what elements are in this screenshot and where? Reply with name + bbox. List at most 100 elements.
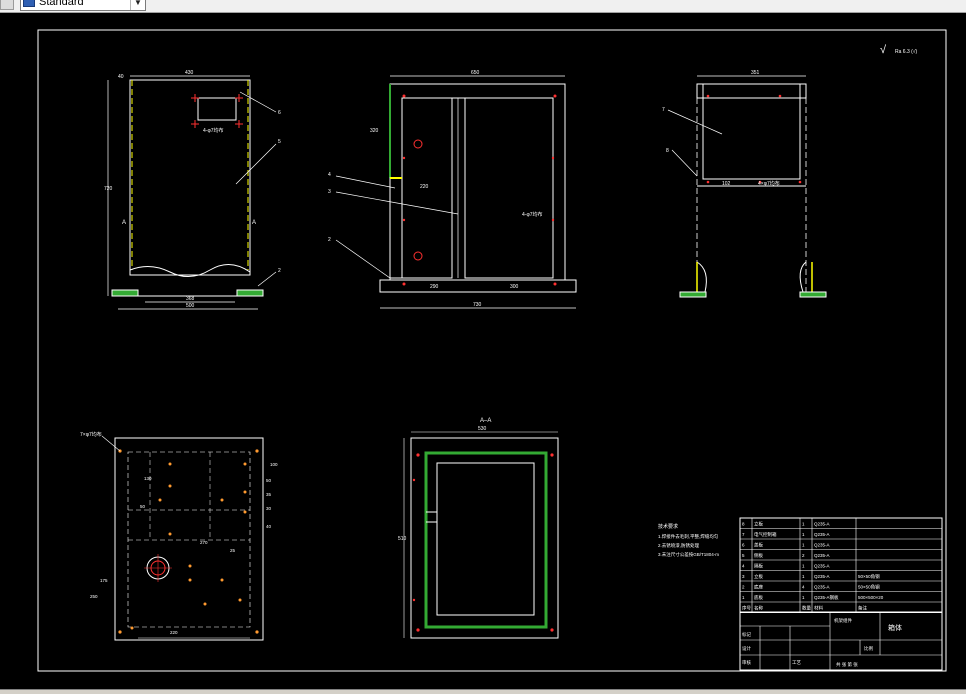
middle-outline [389, 83, 566, 281]
tech-notes-title: 技术要求 [658, 523, 678, 530]
svg-text:270: 270 [200, 540, 208, 545]
toolbar: Standard ▼ [0, 0, 966, 13]
drawing-border [37, 29, 947, 672]
front-base-dim-1: 368 [186, 296, 195, 302]
tech-notes: 技术要求 1.焊接件去毛刺,平整,焊缝均匀 2.去锈喷漆,防锈处理 3.未注尺寸… [658, 523, 719, 558]
bom-cell-qty: 1 [802, 522, 805, 527]
text-style-icon [23, 0, 35, 7]
bom-cell-no: 2 [742, 585, 745, 590]
section-label: A–A [480, 418, 491, 424]
svg-text:25: 25 [230, 548, 236, 553]
svg-text:工艺: 工艺 [792, 660, 801, 665]
bom-cell-note: 500×500×20 [858, 595, 884, 600]
bom-cell-no: 1 [742, 595, 745, 600]
plate-holes [118, 449, 259, 634]
bom-cell-mat: Q235-A钢板 [814, 594, 839, 601]
bom-cell-name: 电气控制箱 [754, 531, 777, 538]
bom-cell-mat: Q235-A [814, 553, 830, 558]
middle-width-dim: 650 [471, 70, 480, 76]
front-callout-5: 5 [278, 139, 281, 145]
svg-text:35: 35 [266, 492, 272, 497]
surface-mark: √ [880, 44, 887, 56]
svg-text:50: 50 [140, 504, 146, 509]
svg-text:1.焊接件去毛刺,平整,焊缝均匀: 1.焊接件去毛刺,平整,焊缝均匀 [658, 533, 719, 540]
plate-view[interactable]: 7×φ7均布 100 50 35 30 40 270 25 50 130 175… [80, 431, 278, 641]
bom-header-name: 名称 [754, 605, 763, 612]
svg-text:50: 50 [266, 478, 272, 483]
middle-dim-d: 300 [510, 284, 519, 290]
front-break-line [129, 264, 251, 277]
svg-text:40: 40 [266, 524, 272, 529]
middle-dim-c: 290 [430, 284, 439, 290]
bom-cell-qty: 1 [802, 543, 805, 548]
cad-drawing[interactable]: √ Ra 6.3 (√) 430 720 368 500 40 6 5 [0, 12, 966, 689]
bom-cell-no: 4 [742, 564, 745, 569]
front-callout-6: 6 [278, 110, 281, 116]
bom-header-mat: 材料 [814, 605, 823, 612]
middle-holes [402, 94, 557, 286]
bom-cell-mat: Q235-A [814, 532, 830, 537]
front-width-dim: 430 [185, 70, 194, 76]
front-callout-2: 2 [278, 268, 281, 274]
svg-text:审核: 审核 [742, 659, 751, 666]
part-label: 机架组件 [834, 617, 852, 624]
svg-text:标记: 标记 [742, 631, 751, 638]
title-block[interactable]: 箱体 机架组件 标记 设计 审核 工艺 比例 共 张 第 张 [739, 611, 943, 671]
side-callout-8: 8 [666, 148, 669, 154]
bom-cell-qty: 1 [802, 532, 805, 537]
bom-cell-mat: Q235-A [814, 564, 830, 569]
bom-cell-name: 侧板 [754, 552, 763, 559]
front-hole-note: 4-φ7均布 [203, 127, 223, 134]
side-view[interactable]: 351 7 8 102 4×φ7均布 [662, 70, 827, 298]
front-outline [129, 79, 251, 276]
svg-text:A: A [252, 220, 256, 226]
svg-text:175: 175 [100, 578, 108, 583]
chevron-down-icon[interactable]: ▼ [130, 0, 145, 10]
bom-cell-name: 底座 [754, 584, 763, 591]
drawing-canvas[interactable]: √ Ra 6.3 (√) 430 720 368 500 40 6 5 [0, 12, 966, 689]
svg-text:3.未注尺寸公差按GB/T1804-m: 3.未注尺寸公差按GB/T1804-m [658, 551, 719, 558]
bom-cell-name: 底板 [754, 594, 763, 601]
drawing-name: 箱体 [888, 623, 902, 632]
bom-cell-name: 盖板 [754, 542, 763, 549]
svg-text:220: 220 [170, 630, 178, 635]
section-outline [410, 437, 559, 639]
side-width-dim: 351 [751, 70, 760, 76]
bom-cell-qty: 4 [802, 585, 805, 590]
section-width-dim: 530 [478, 426, 487, 432]
front-view[interactable]: 430 720 368 500 40 6 5 2 4-φ7均布 A A [104, 70, 281, 310]
middle-dim-a: 320 [370, 128, 379, 134]
bom-cell-mat: Q235-A [814, 522, 830, 527]
bom-cell-qty: 1 [802, 595, 805, 600]
section-height-dim: 510 [398, 536, 407, 542]
svg-text:30: 30 [266, 506, 272, 511]
bom-cell-no: 5 [742, 553, 745, 558]
plate-note: 7×φ7均布 [80, 431, 102, 438]
svg-text:100: 100 [270, 462, 278, 467]
plate-outline [114, 437, 264, 641]
front-foot-right [236, 289, 264, 297]
front-base-dim-2: 500 [186, 303, 195, 309]
toolbar-grip-button[interactable] [0, 0, 14, 10]
text-style-combo[interactable]: Standard ▼ [20, 0, 146, 11]
bom-cell-mat: Q235-A [814, 574, 830, 579]
front-top-small: 40 [118, 74, 124, 80]
bom-cell-no: 6 [742, 543, 745, 548]
front-height-dim: 720 [104, 186, 113, 192]
middle-callout-2: 2 [328, 237, 331, 243]
bom-cell-qty: 2 [802, 553, 805, 558]
section-view[interactable]: A–A 530 510 [398, 418, 559, 639]
bom-cell-note: 50×50角钢 [858, 584, 880, 591]
side-dim-1: 102 [722, 181, 731, 187]
text-style-value: Standard [39, 0, 84, 8]
middle-view[interactable]: 650 730 320 220 290 300 4 3 2 4-φ7均布 [328, 70, 577, 309]
front-holes [191, 94, 243, 128]
front-window [197, 97, 237, 121]
front-foot-left [111, 289, 139, 297]
bom-cell-mat: Q235-A [814, 585, 830, 590]
surface-roughness-symbol: √ Ra 6.3 (√) [880, 44, 918, 56]
scale-label: 比例 [864, 645, 873, 652]
bom-header-no: 序号 [742, 605, 751, 612]
bom-cell-name: 立板 [754, 573, 763, 580]
